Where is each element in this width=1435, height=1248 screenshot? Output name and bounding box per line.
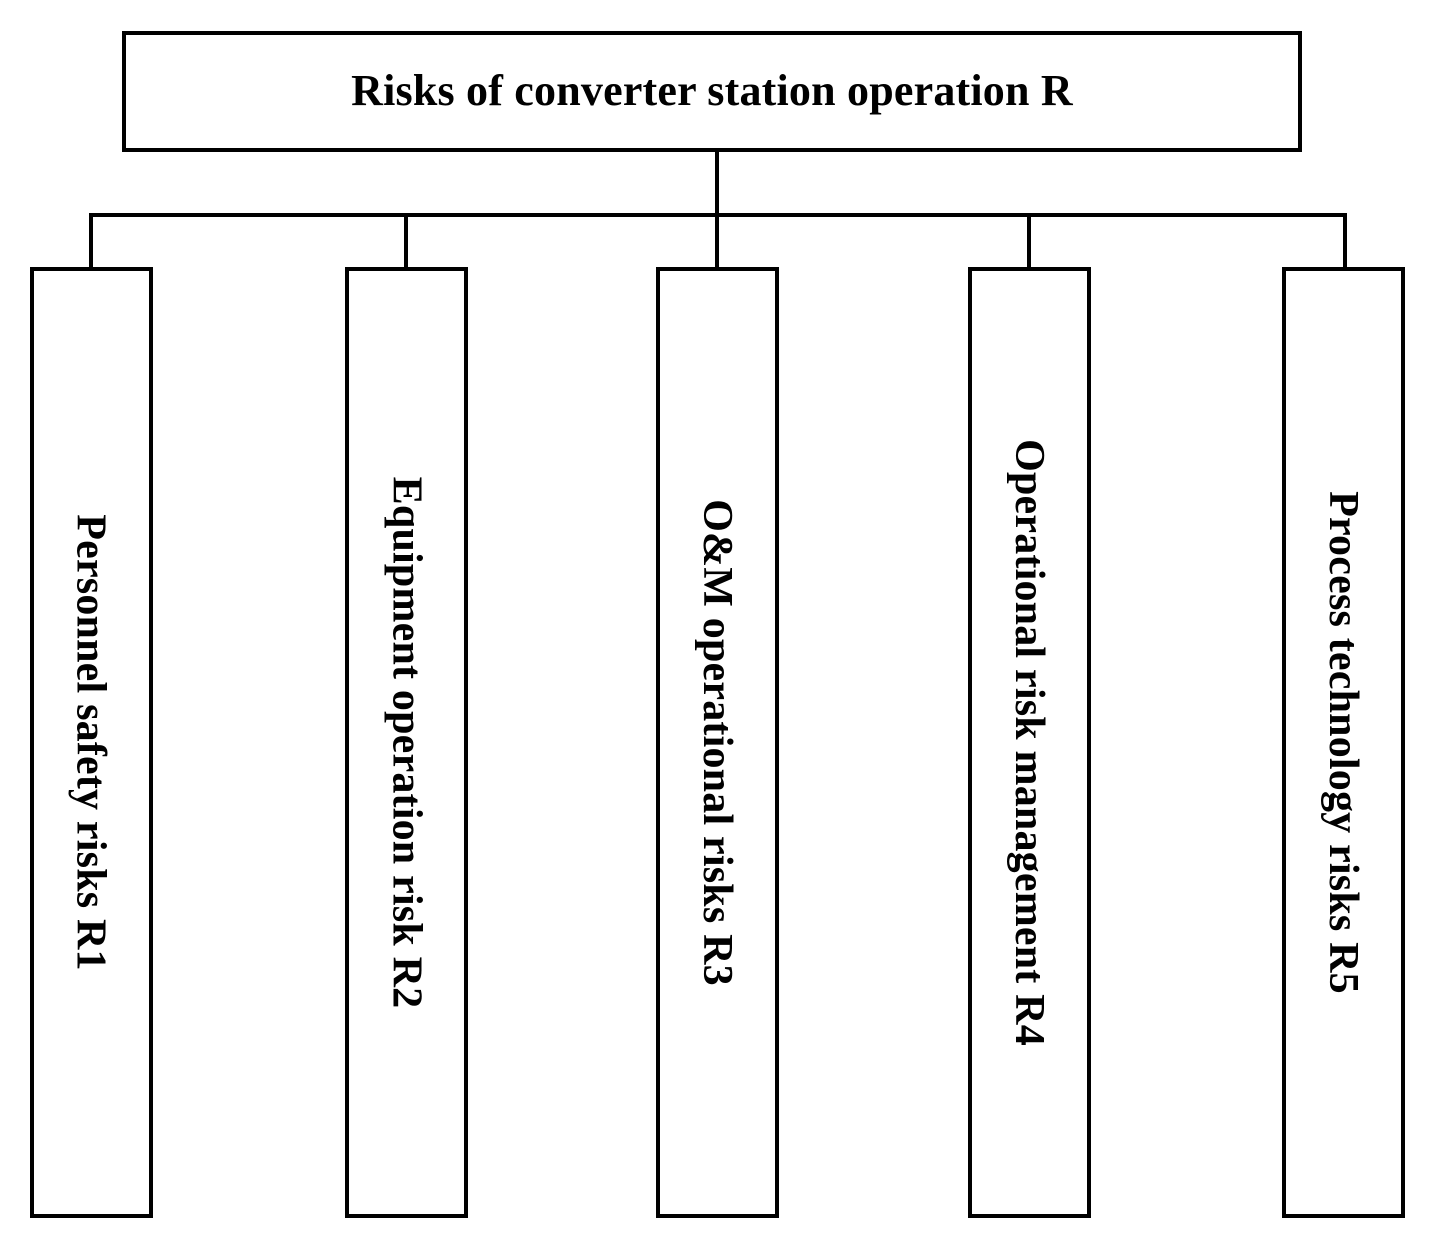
root-node-risks[interactable]: Risks of converter station operation R — [122, 31, 1302, 152]
leaf-node-label-r4: Operational risk management R4 — [1006, 439, 1053, 1046]
connector-drop-r4 — [1027, 213, 1031, 269]
leaf-node-r3[interactable]: O&M operational risks R3 — [656, 267, 779, 1218]
leaf-node-r2[interactable]: Equipment operation risk R2 — [345, 267, 468, 1218]
leaf-label-rotator-r5: Process technology risks R5 — [1286, 491, 1401, 994]
leaf-node-label-r2: Equipment operation risk R2 — [383, 476, 430, 1009]
connector-drop-r1 — [89, 213, 93, 269]
leaf-node-r4[interactable]: Operational risk management R4 — [968, 267, 1091, 1218]
leaf-node-label-r1: Personnel safety risks R1 — [68, 514, 115, 971]
connector-root-stem — [715, 152, 719, 217]
leaf-node-label-r3: O&M operational risks R3 — [694, 499, 741, 986]
leaf-node-r1[interactable]: Personnel safety risks R1 — [30, 267, 153, 1218]
connector-drop-r2 — [404, 213, 408, 269]
leaf-label-rotator-r2: Equipment operation risk R2 — [349, 477, 464, 1009]
connector-drop-r5 — [1343, 213, 1347, 269]
root-node-label: Risks of converter station operation R — [351, 66, 1073, 116]
leaf-label-rotator-r1: Personnel safety risks R1 — [34, 514, 149, 970]
leaf-node-r5[interactable]: Process technology risks R5 — [1282, 267, 1405, 1218]
connector-drop-r3 — [715, 213, 719, 269]
leaf-label-rotator-r3: O&M operational risks R3 — [660, 499, 775, 986]
leaf-node-label-r5: Process technology risks R5 — [1320, 491, 1367, 994]
leaf-label-rotator-r4: Operational risk management R4 — [972, 439, 1087, 1046]
